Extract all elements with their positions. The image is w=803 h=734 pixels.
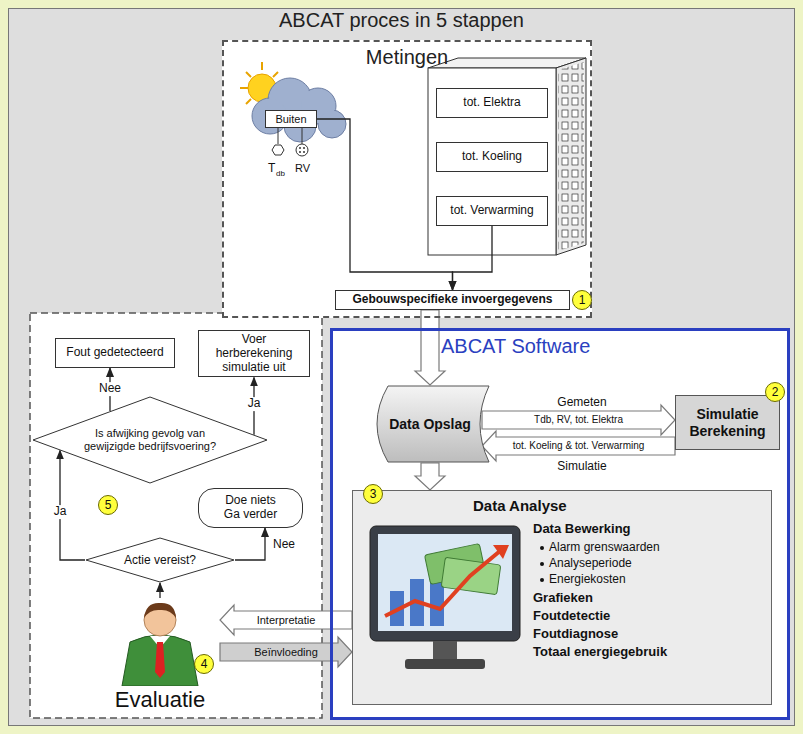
diamond-shape: [33, 397, 267, 483]
decision-diamond: Is afwijking gevolg van gewijzigde bedri…: [32, 396, 268, 484]
edge-label: Tdb, RV, tot. Elektra: [532, 414, 625, 426]
callout-number: 2: [765, 382, 785, 402]
node-text: Actie vereist?: [124, 553, 196, 567]
diamond-shape: [86, 538, 234, 582]
person-hair: [144, 603, 176, 618]
node-text: tot. Koeling: [462, 150, 522, 164]
edge-label: Interpretatie: [255, 614, 318, 627]
meter-box: tot. Verwarming: [436, 196, 548, 226]
node-text: Is afwijking gevolg van gewijzigde bedri…: [75, 427, 225, 453]
region-heading: ABCAT Software: [441, 335, 590, 358]
process-box: Simulatie Berekening: [675, 395, 780, 450]
result-box: Fout gedetecteerd: [55, 338, 175, 368]
list-item: Totaal energiegebruik: [533, 644, 667, 659]
callout-number: 3: [363, 484, 383, 504]
callout-number: 1: [572, 290, 592, 310]
evaluation-region: [30, 313, 322, 718]
panel-heading: Data Analyse: [473, 497, 567, 514]
temperature-sensor: [272, 145, 284, 155]
process-box: Voer herberekening simulatie uit: [198, 330, 310, 377]
node-text: Gebouwspecifieke invoergegevens: [352, 293, 552, 307]
monitor-base: [405, 659, 485, 669]
connector: [317, 119, 453, 290]
node-text: Buiten: [275, 113, 306, 126]
input-data-box: Gebouwspecifieke invoergegevens: [335, 290, 570, 310]
connector: [453, 226, 493, 290]
list-item: Energiekosten: [549, 572, 626, 586]
flow-arrow: [482, 405, 675, 435]
bullet-dot: [540, 546, 544, 550]
person-body: [122, 635, 198, 686]
edge-label: tot. Koeling & tot. Verwarming: [511, 440, 647, 452]
node-text: tot. Verwarming: [450, 204, 533, 218]
cloud-icon: [252, 78, 346, 142]
list-item: Alarm grenswaarden: [549, 540, 660, 554]
terminal-box: Doe niets Ga verder: [198, 488, 303, 528]
node-text: Voer herberekening simulatie uit: [208, 333, 300, 374]
flow-arrow: [482, 431, 675, 461]
node-text: Simulatie Berekening: [682, 406, 773, 438]
bullet-dot: [540, 562, 544, 566]
diagram-title: ABCAT proces in 5 stappen: [0, 9, 803, 32]
list-item: Grafieken: [533, 590, 593, 605]
measurement-region-fill: [222, 40, 592, 318]
callout-number: 5: [98, 495, 118, 515]
node-text: Doe niets Ga verder: [216, 494, 286, 522]
node-text: tot. Elektra: [463, 96, 520, 110]
region-heading: Metingen: [224, 46, 590, 69]
store-shape: [377, 386, 489, 462]
trend-line: [385, 551, 500, 616]
software-region: ABCAT SoftwareData Opslag Simulatie Berek…: [330, 328, 790, 720]
edge-label: Nee: [97, 382, 123, 396]
flow-arrow: [415, 463, 445, 490]
monitor-frame: [370, 526, 520, 641]
building-icon: [428, 58, 586, 255]
edge-label: Ja: [52, 505, 69, 519]
bullet-dot: [540, 578, 544, 582]
edge-label: Nee: [271, 538, 297, 552]
flow-note: Gemeten: [557, 396, 606, 409]
node-text: Fout gedetecteerd: [66, 346, 163, 360]
connector: [235, 528, 265, 560]
list-item: Foutdiagnose: [533, 626, 618, 641]
person-caption: Evaluatie: [90, 687, 230, 713]
monitor-neck: [433, 641, 457, 659]
measurement-region: MetingenBuiten tot. Elektra tot. Koeling to…: [222, 40, 592, 318]
signal-name: RV: [295, 162, 310, 174]
sensor-wire: [278, 128, 279, 144]
signal-name: T: [268, 162, 275, 175]
callout-number: 4: [194, 654, 214, 674]
monitor-screen: [378, 534, 512, 631]
outdoor-box: Buiten: [265, 110, 317, 128]
person-tie: [155, 642, 165, 678]
analysis-panel: Data AnalyseData BewerkingAlarm grenswaa…: [352, 490, 772, 705]
flow-arrow: [415, 310, 445, 385]
data-store: Data Opslag: [370, 385, 490, 463]
humidity-sensor: [296, 144, 308, 156]
meter-box: tot. Koeling: [436, 142, 548, 172]
list-item: Data Bewerking: [533, 521, 631, 536]
edge-label: Ja: [246, 397, 263, 411]
sensor-wire: [302, 128, 303, 144]
signal-subscript: db: [276, 170, 285, 179]
flow-note: Simulatie: [557, 460, 606, 473]
edge-label: Beïnvloeding: [252, 646, 320, 659]
trend-arrow: [493, 545, 509, 559]
connector: [159, 583, 160, 598]
decision-diamond: Actie vereist?: [85, 537, 235, 583]
list-item: Foutdetectie: [533, 608, 610, 623]
software-region-fill: [330, 328, 790, 720]
meter-box: tot. Elektra: [436, 88, 548, 118]
node-text: Data Opslag: [389, 416, 471, 432]
monitor-illustration: [365, 521, 525, 691]
list-item: Analyseperiode: [549, 556, 632, 570]
